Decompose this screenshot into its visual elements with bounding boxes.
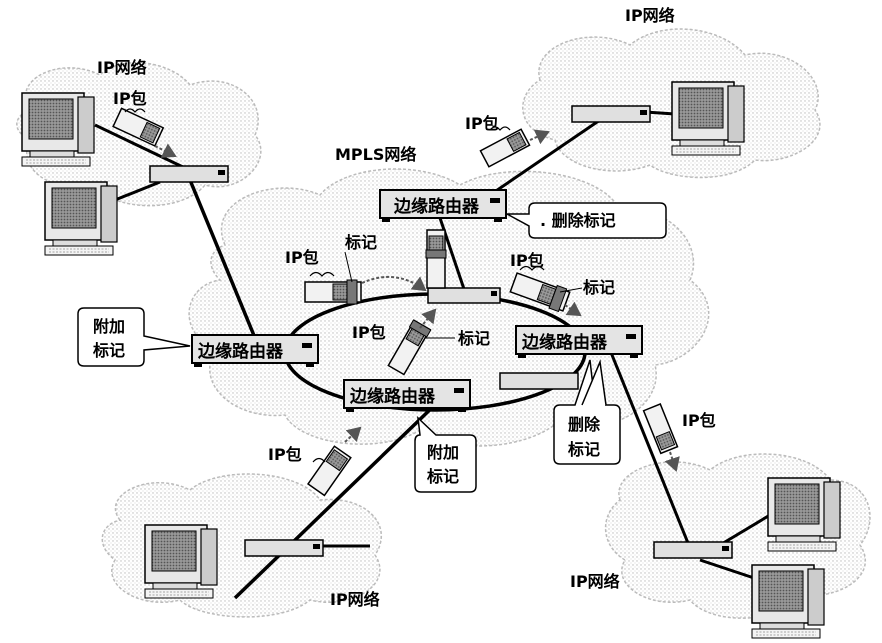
cloud-label-mpls: MPLS网络 <box>335 145 416 164</box>
edge-router-right-label: 边缘路由器 <box>521 332 608 353</box>
router-top-right <box>571 105 651 123</box>
edge-router-top-label: 边缘路由器 <box>393 196 480 217</box>
computer-bottom-right-2 <box>751 564 825 639</box>
callout-add-label-bottom: 附加 标记 <box>414 416 477 493</box>
label-ip-packet-top-right: IP包 <box>465 114 499 133</box>
callout-add-label-left-line1: 附加 <box>93 317 125 336</box>
packet-center <box>387 319 432 376</box>
callout-remove-label-top-text: . 删除标记 <box>540 211 616 230</box>
packet-bottom-right <box>642 403 679 455</box>
packet-top-right <box>479 128 531 168</box>
callout-add-label-left: 附加 标记 <box>77 307 191 367</box>
label-ip-packet-ring-right: IP包 <box>510 251 544 270</box>
edge-router-top: 边缘路由器 <box>379 189 507 222</box>
cloud-label-ip-bottom-left: IP网络 <box>330 590 380 609</box>
router-bottom-left <box>244 539 324 557</box>
cloud-label-ip-top-right: IP网络 <box>625 6 675 25</box>
label-ip-packet-bottom: IP包 <box>268 445 302 464</box>
router-core-right <box>499 372 579 390</box>
cloud-label-ip-top-left: IP网络 <box>97 58 147 77</box>
label-pointers <box>344 251 583 339</box>
label-tag-ring-right: 标记 <box>582 278 615 297</box>
packet-ring-left <box>304 279 362 305</box>
packet-bottom <box>306 445 352 497</box>
packet-vertical-top <box>425 229 447 289</box>
label-tag-center: 标记 <box>457 329 490 348</box>
edge-router-right: 边缘路由器 <box>515 325 643 358</box>
callout-add-label-bottom-line2: 标记 <box>426 467 459 486</box>
label-ip-packet-top-left: IP包 <box>113 89 147 108</box>
router-core-center <box>427 287 501 304</box>
callout-remove-label-top: . 删除标记 <box>506 202 667 239</box>
callout-remove-label-right-line1: 删除 <box>568 415 601 434</box>
callout-remove-label-right-line2: 标记 <box>567 440 600 459</box>
edge-router-left: 边缘路由器 <box>191 334 319 367</box>
edge-router-bottom: 边缘路由器 <box>343 379 471 412</box>
packet-top-left <box>112 107 165 147</box>
label-ip-packet-bottom-right: IP包 <box>682 411 716 430</box>
label-tag-ring-left: 标记 <box>344 233 377 252</box>
router-top-left <box>149 165 229 183</box>
packet-ring-right <box>509 272 571 313</box>
callout-add-label-bottom-line1: 附加 <box>427 443 459 462</box>
label-ip-packet-ring-left: IP包 <box>285 248 319 267</box>
edge-router-bottom-label: 边缘路由器 <box>349 386 436 407</box>
label-ip-packet-center: IP包 <box>352 323 386 342</box>
router-bottom-right <box>653 541 733 559</box>
edge-router-left-label: 边缘路由器 <box>197 341 284 362</box>
cloud-label-ip-bottom-right: IP网络 <box>570 572 620 591</box>
computer-top-left-2 <box>44 181 118 256</box>
callout-remove-label-right: 删除 标记 <box>553 359 621 465</box>
callout-add-label-left-line2: 标记 <box>92 341 125 360</box>
